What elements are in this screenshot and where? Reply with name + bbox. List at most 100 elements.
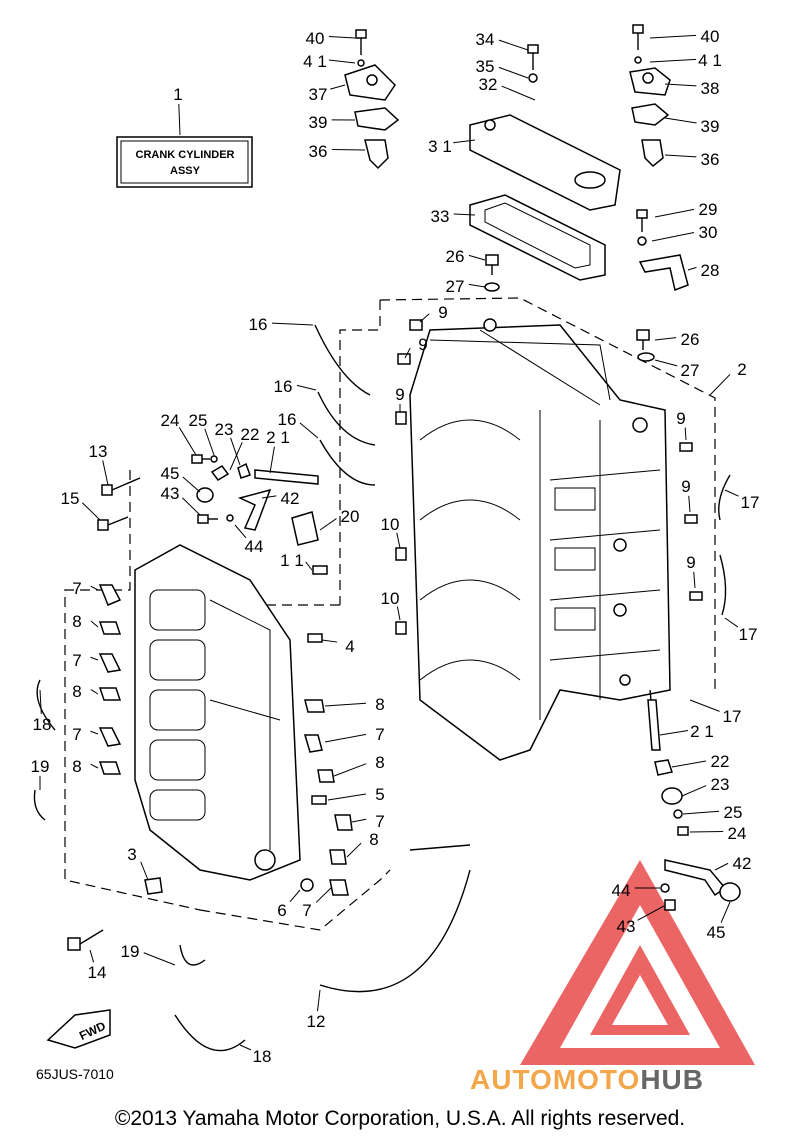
callout-c40b: 40 <box>701 27 720 46</box>
leader-line-c36b <box>664 154 697 158</box>
exhaust-cover-body <box>134 544 301 881</box>
leader-line-c21b <box>659 730 689 736</box>
leader-line-c9a <box>419 313 430 323</box>
leader-line-c7c <box>90 730 99 735</box>
callout-c35: 35 <box>476 57 495 76</box>
leader-line-c8a <box>90 620 99 628</box>
leader-line-c45b <box>720 901 731 923</box>
callout-c23b: 23 <box>711 775 730 794</box>
leader-line-c11 <box>305 561 313 571</box>
leader-line-c8f <box>346 842 362 858</box>
leader-line-c10a <box>396 532 401 549</box>
leader-line-c10b <box>396 606 401 621</box>
leader-line-c33 <box>453 213 476 216</box>
callout-c9e: 9 <box>681 477 690 496</box>
leader-line-c43a <box>182 497 201 516</box>
leader-line-c25b <box>682 810 720 815</box>
leader-line-c8d <box>324 702 367 707</box>
hose-bracket <box>638 254 689 292</box>
callout-c25b: 25 <box>724 803 743 822</box>
callout-c15: 15 <box>61 489 80 508</box>
leader-line-c21a <box>269 446 275 474</box>
callout-c22a: 22 <box>241 425 260 444</box>
thermostat-cover-left <box>344 64 396 101</box>
leader-line-c40a <box>328 36 356 39</box>
levers <box>237 488 727 897</box>
leader-line-c6 <box>289 889 301 903</box>
callout-c38: 38 <box>701 79 720 98</box>
watermark-text: AUTOMOTOHUB <box>470 1064 704 1096</box>
leader-line-c23b <box>681 785 707 797</box>
leader-line-c17b <box>724 617 739 628</box>
callout-c24a: 24 <box>161 411 180 430</box>
callout-c40a: 40 <box>306 29 325 48</box>
callout-c16c: 16 <box>278 410 297 429</box>
leader-line-c25a <box>204 428 215 456</box>
callout-c19b: 19 <box>121 942 140 961</box>
callout-c16b: 16 <box>274 377 293 396</box>
washers <box>210 56 683 893</box>
leader-line-c37 <box>330 84 346 90</box>
leader-line-c12 <box>317 989 321 1012</box>
callout-c7b: 7 <box>72 651 81 670</box>
callout-c33: 33 <box>431 207 450 226</box>
leader-line-c9e <box>688 495 691 513</box>
watermark-part2: MOTO <box>552 1064 641 1095</box>
leader-line-c16c <box>299 422 319 439</box>
watermark-part3: HUB <box>640 1064 704 1095</box>
callout-c9b: 9 <box>418 335 427 354</box>
leader-line-c29 <box>654 208 695 218</box>
leader-line-c19b <box>143 952 176 966</box>
thermostat-gasket-right <box>631 103 670 126</box>
callout-c6: 6 <box>277 901 286 920</box>
watermark-part1: AUTO <box>470 1064 553 1095</box>
leader-line-c42a <box>261 495 277 499</box>
callout-c36b: 36 <box>701 150 720 169</box>
leader-line-c24a <box>178 427 197 456</box>
callout-c39a: 39 <box>309 113 328 132</box>
leader-line-c16a <box>271 322 314 326</box>
thermostat-left <box>364 139 389 170</box>
callout-c30: 30 <box>699 223 718 242</box>
leader-line-c13 <box>102 460 109 486</box>
cylinder-head-cover <box>469 114 621 211</box>
callout-c17c: 17 <box>723 707 742 726</box>
leader-line-c32 <box>501 85 536 101</box>
leader-line-c20 <box>319 518 337 531</box>
leader-line-c31 <box>453 139 476 144</box>
callout-c43a: 43 <box>161 484 180 503</box>
callout-c9d: 9 <box>676 409 685 428</box>
callout-c7f: 7 <box>302 901 311 920</box>
leader-line-c30 <box>651 232 695 242</box>
callout-c3: 3 <box>127 845 136 864</box>
leader-line-c40b <box>649 34 697 39</box>
callout-c13: 13 <box>89 442 108 461</box>
leader-line-c41a <box>328 59 356 64</box>
callout-c45b: 45 <box>707 923 726 942</box>
callout-c9c: 9 <box>395 385 404 404</box>
callout-c41a: 4 1 <box>303 52 327 71</box>
callout-c39b: 39 <box>701 117 720 136</box>
callout-c21a: 2 1 <box>266 428 290 447</box>
leader-line-c17c <box>689 699 720 712</box>
leader-line-c28 <box>687 266 697 271</box>
callout-c42a: 42 <box>281 489 300 508</box>
plugs <box>210 462 683 805</box>
leader-line-c41b <box>649 58 697 63</box>
leader-line-c14 <box>89 949 95 963</box>
fwd-arrow: FWD <box>46 1009 111 1049</box>
leader-line-c2 <box>709 373 731 396</box>
leader-line-c9d <box>684 427 687 441</box>
leader-line-c35 <box>498 66 529 79</box>
watermark-logo <box>520 860 755 1065</box>
assembly-boundary <box>64 297 716 931</box>
callout-c17b: 17 <box>739 625 758 644</box>
callout-c31: 3 1 <box>428 137 452 156</box>
leader-line-c3 <box>140 861 149 881</box>
callout-c44a: 44 <box>245 537 264 556</box>
leader-line-c34 <box>498 39 529 51</box>
leader-line-c27a <box>468 283 486 288</box>
leader-line-c7f <box>315 886 333 903</box>
